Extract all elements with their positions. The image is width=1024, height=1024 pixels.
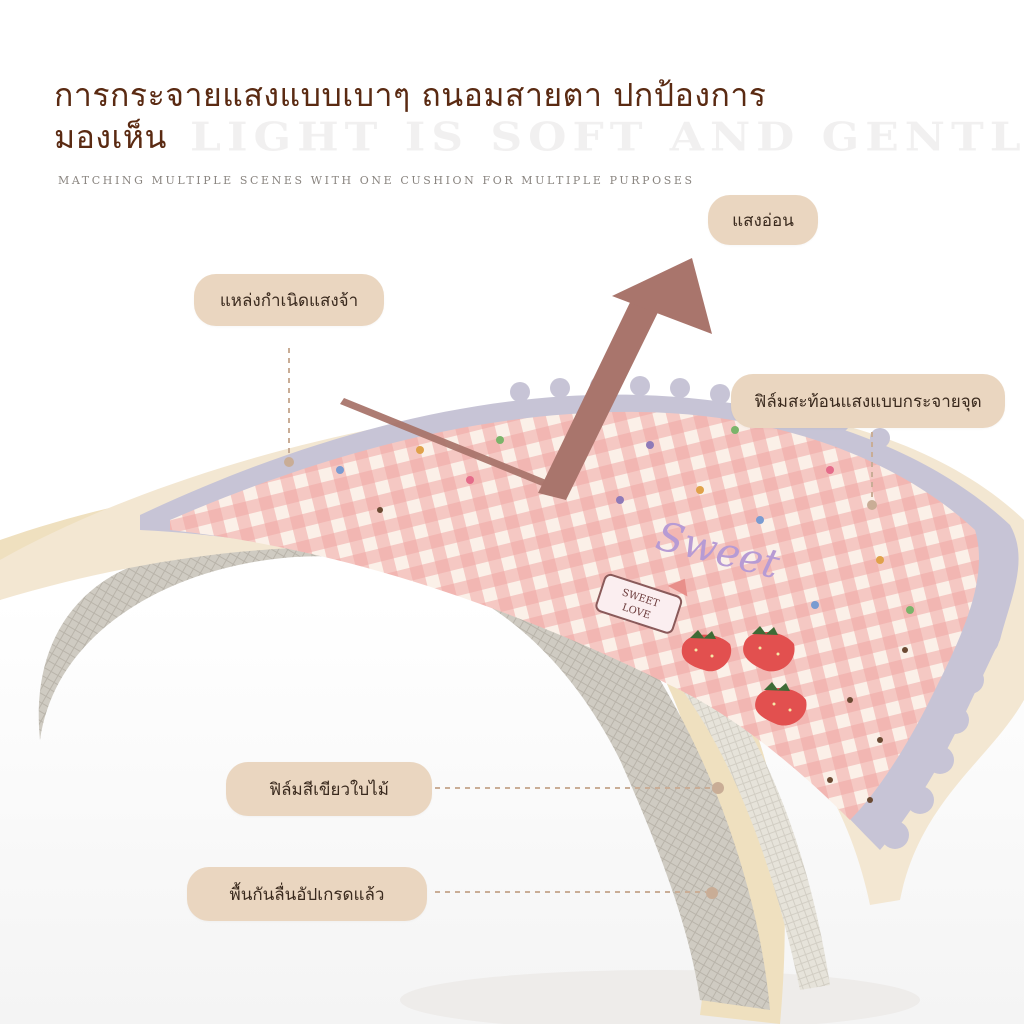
up-right-arrow-icon (340, 258, 712, 500)
label-diffuse-reflection-film: ฟิล์มสะท้อนแสงแบบกระจายจุด (731, 374, 1005, 428)
page-subtitle: MATCHING MULTIPLE SCENES WITH ONE CUSHIO… (58, 174, 695, 187)
strawberry-icon (681, 630, 732, 672)
strawberry-icon (743, 626, 795, 672)
candy-tag-icon: SWEET LOVE (595, 573, 688, 634)
strawberry-icon (755, 682, 807, 726)
label-soft-light: แสงอ่อน (708, 195, 818, 245)
page-title: การกระจายแสงแบบเบาๆ ถนอมสายตา ปกป้องการม… (54, 76, 767, 156)
label-green-leaf-film: ฟิล์มสีเขียวใบไม้ (226, 762, 432, 816)
label-strong-light-source: แหล่งกำเนิดแสงจ้า (194, 274, 384, 326)
label-upgraded-non-slip-base: พื้นกันลื่นอัปเกรดแล้ว (187, 867, 427, 921)
